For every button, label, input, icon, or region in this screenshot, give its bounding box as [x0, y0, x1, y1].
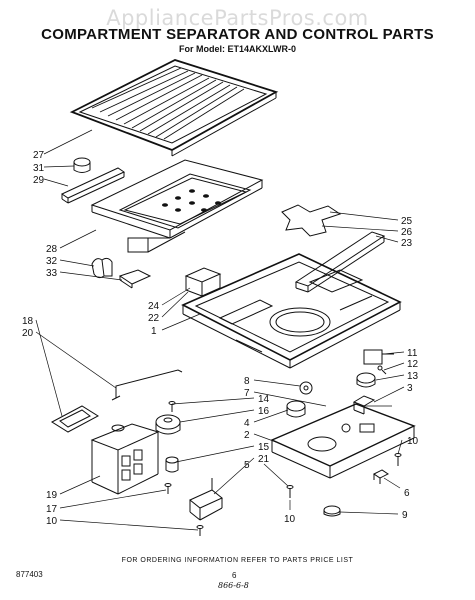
callout-16: 16 [258, 406, 270, 417]
foot-part [323, 505, 341, 517]
bracket-part [281, 204, 342, 237]
separator-insert [90, 159, 264, 253]
cover-part [118, 269, 152, 289]
callout-4: 4 [244, 418, 250, 429]
callout-10-left: 10 [46, 516, 58, 527]
lamp-part [165, 456, 179, 473]
screw-part-12 [377, 365, 387, 375]
callout-3: 3 [407, 383, 413, 394]
callout-15: 15 [258, 442, 270, 453]
separator-plate [181, 253, 402, 369]
thermostat-part [286, 381, 313, 418]
leader-lines [35, 129, 405, 531]
page-title: COMPARTMENT SEPARATOR AND CONTROL PARTS [41, 26, 434, 43]
callout-33: 33 [46, 268, 58, 279]
strip-part [60, 167, 126, 204]
callout-22: 22 [148, 313, 160, 324]
callout-24: 24 [148, 301, 160, 312]
screw-part-10 [286, 453, 402, 498]
callout-29: 29 [33, 175, 45, 186]
callout-31: 31 [33, 163, 45, 174]
callout-9: 9 [402, 510, 408, 521]
callout-20: 20 [22, 328, 34, 339]
callout-14: 14 [258, 394, 270, 405]
knob-part-6 [373, 469, 389, 484]
clip-part [91, 257, 113, 279]
callout-10-right: 10 [407, 436, 419, 447]
model-line: For Model: ET14AKXLWR-0 [178, 44, 296, 54]
rail-part [294, 231, 386, 293]
callout-21: 21 [258, 454, 270, 465]
callout-2: 2 [244, 430, 250, 441]
callout-32: 32 [46, 256, 58, 267]
callout-1: 1 [151, 326, 157, 337]
callout-17: 17 [46, 504, 58, 515]
screw-part-17 [164, 483, 172, 494]
mounting-bracket [189, 478, 223, 536]
callout-25: 25 [401, 216, 413, 227]
callout-23: 23 [401, 238, 413, 249]
callout-26: 26 [401, 227, 413, 238]
callout-10-bottom: 10 [284, 514, 296, 525]
document-number: 877403 [16, 570, 43, 579]
gasket-part [51, 405, 99, 433]
callout-labels: 27 31 29 25 26 23 28 32 33 24 22 1 18 20… [22, 150, 419, 527]
callout-27: 27 [33, 150, 45, 161]
knob-part-13 [356, 372, 376, 388]
knob-part [73, 157, 91, 173]
callout-13: 13 [407, 371, 419, 382]
callout-8: 8 [244, 376, 250, 387]
control-housing [90, 423, 160, 495]
callout-5: 5 [244, 460, 250, 471]
connector-part [352, 395, 376, 415]
switch-part [363, 349, 394, 365]
control-knob [155, 414, 181, 435]
ordering-note: FOR ORDERING INFORMATION REFER TO PARTS … [121, 557, 354, 564]
callout-19: 19 [46, 490, 58, 501]
watermark: AppliancePartsPros.com [106, 6, 369, 30]
control-base [270, 403, 416, 479]
callout-28: 28 [46, 244, 58, 255]
page-number: 6 [232, 571, 237, 580]
top-grille-plate [69, 59, 279, 157]
callout-18: 18 [22, 316, 34, 327]
callout-12: 12 [407, 359, 419, 370]
callout-11: 11 [407, 348, 418, 359]
callout-6: 6 [404, 488, 410, 499]
callout-7: 7 [244, 388, 250, 399]
handwritten-note: 866-6-8 [218, 581, 249, 590]
capillary-tube [111, 369, 183, 401]
screw-part [168, 401, 176, 412]
